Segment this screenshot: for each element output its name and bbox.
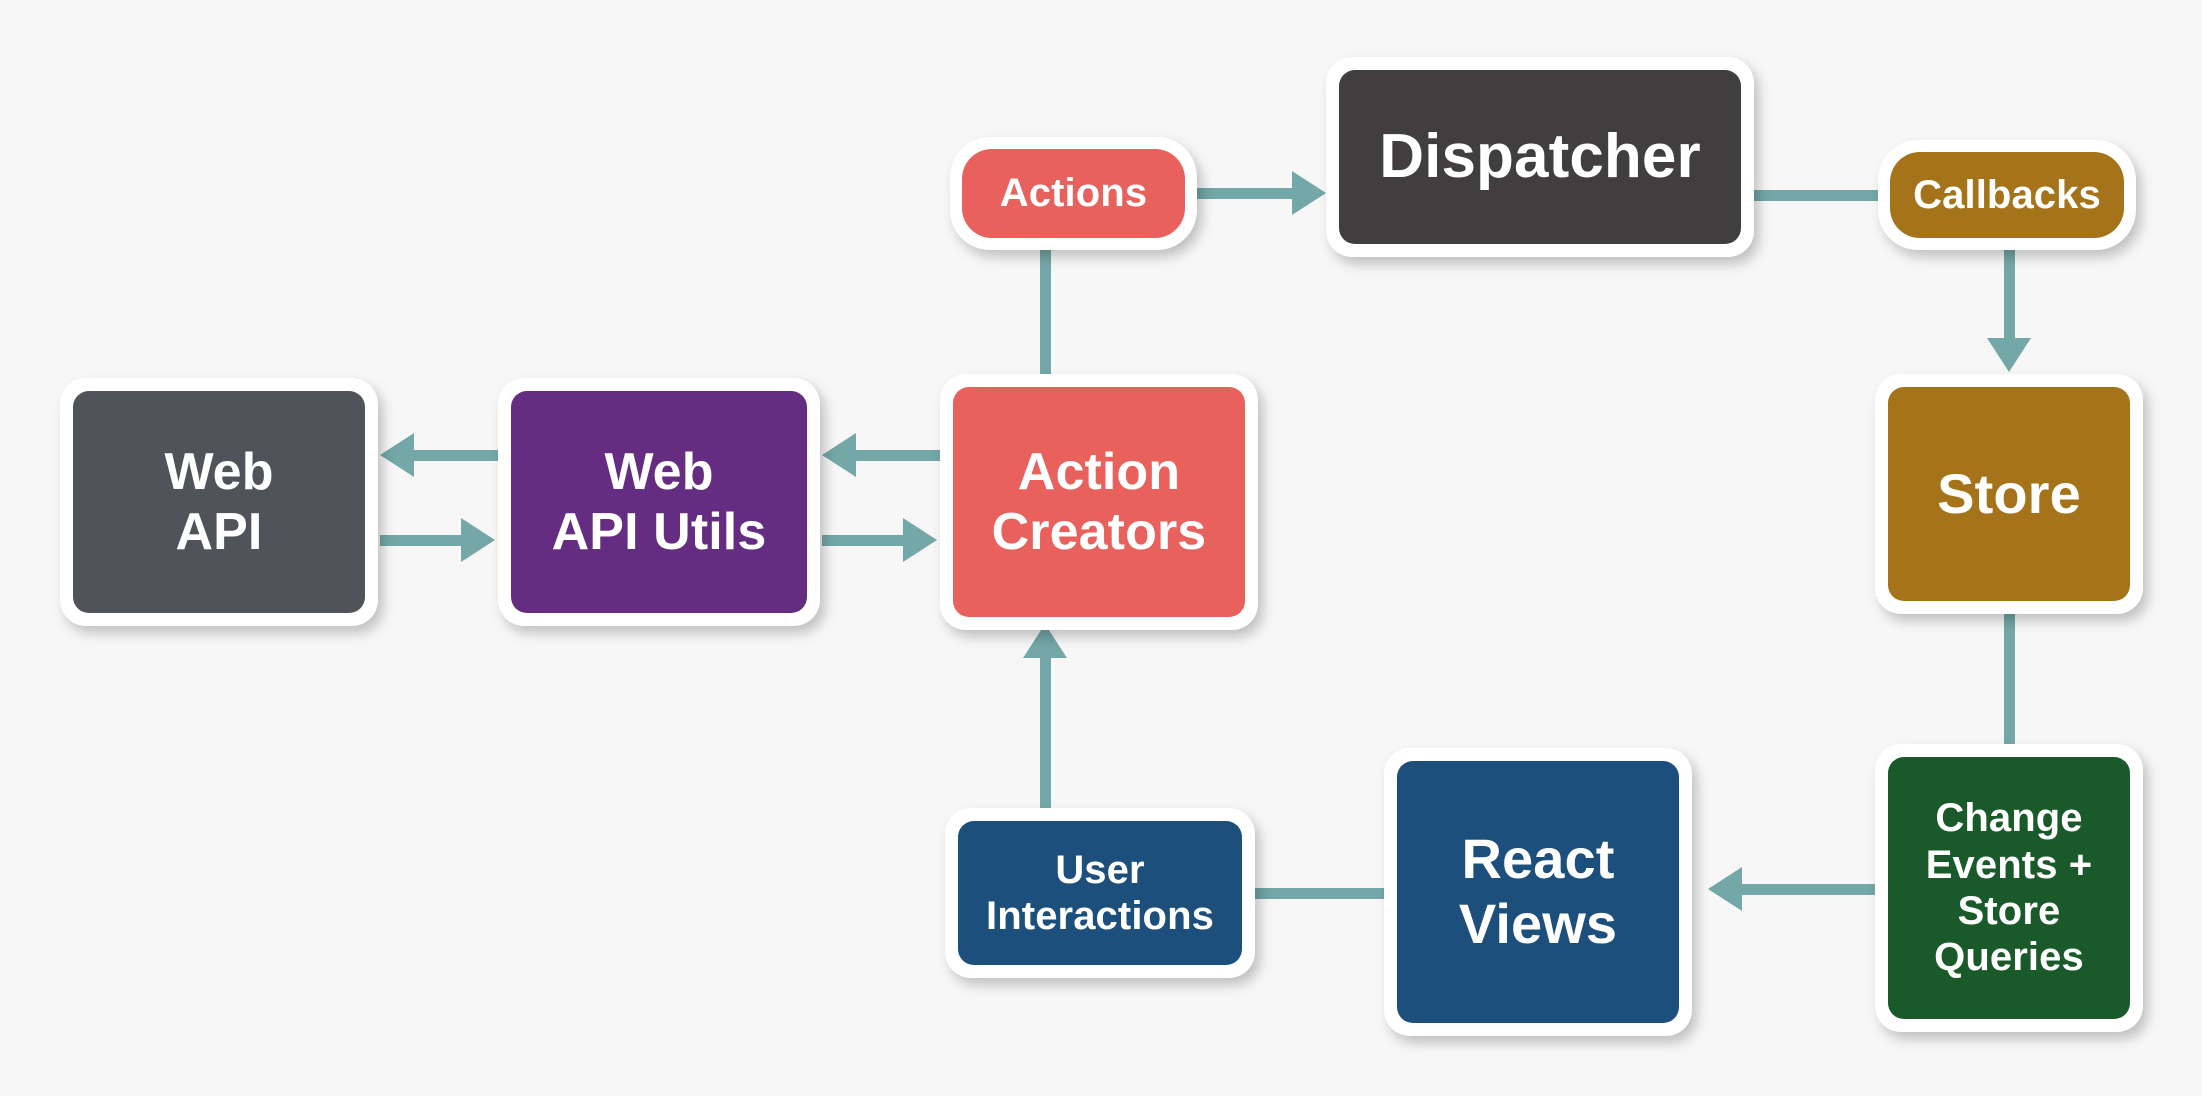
node-store-fill: Store xyxy=(1888,387,2130,601)
connector-web-api-utils-to-web-api xyxy=(414,450,504,461)
node-react-views-label: React Views xyxy=(1458,827,1618,955)
connector-callbacks-to-store xyxy=(2004,250,2015,342)
arrowhead-web-api-to-web-api-utils xyxy=(461,518,495,562)
node-change-events-store-queries-label: Change Events + Store Queries xyxy=(1925,796,2093,980)
connector-store-to-change-events xyxy=(2004,614,2015,748)
node-react-views-fill: React Views xyxy=(1397,761,1679,1023)
node-dispatcher-label: Dispatcher xyxy=(1379,122,1701,192)
node-actions-label: Actions xyxy=(999,171,1148,216)
arrowhead-callbacks-to-store xyxy=(1987,338,2031,372)
node-callbacks-fill: Callbacks xyxy=(1890,152,2124,238)
node-action-creators[interactable]: Action Creators xyxy=(940,374,1258,630)
connector-dispatcher-to-callbacks xyxy=(1754,190,1882,201)
arrowhead-actions-to-dispatcher xyxy=(1292,171,1326,215)
node-user-interactions-fill: User Interactions xyxy=(958,821,1242,965)
node-store[interactable]: Store xyxy=(1875,374,2143,614)
node-actions-fill: Actions xyxy=(962,149,1185,238)
node-callbacks[interactable]: Callbacks xyxy=(1878,140,2136,250)
node-web-api-utils[interactable]: Web API Utils xyxy=(498,378,820,626)
connector-web-api-utils-to-action-creators xyxy=(822,535,908,546)
node-actions[interactable]: Actions xyxy=(950,137,1197,250)
node-action-creators-label: Action Creators xyxy=(991,442,1207,561)
connector-action-creators-to-web-api-utils xyxy=(856,450,946,461)
connector-react-views-to-user-interactions xyxy=(1255,888,1389,899)
node-user-interactions-label: User Interactions xyxy=(986,847,1214,938)
node-user-interactions[interactable]: User Interactions xyxy=(945,808,1255,978)
node-store-label: Store xyxy=(1937,461,2081,525)
node-web-api-label: Web API xyxy=(164,442,274,561)
connector-action-creators-to-actions xyxy=(1040,248,1051,380)
node-react-views[interactable]: React Views xyxy=(1384,748,1692,1036)
node-web-api-utils-label: Web API Utils xyxy=(551,442,767,561)
connector-actions-to-dispatcher xyxy=(1197,188,1297,199)
connector-user-interactions-to-action-creators xyxy=(1040,654,1051,812)
node-web-api-utils-fill: Web API Utils xyxy=(511,391,807,613)
node-web-api[interactable]: Web API xyxy=(60,378,378,626)
node-action-creators-fill: Action Creators xyxy=(953,387,1245,617)
node-change-events-store-queries-fill: Change Events + Store Queries xyxy=(1888,757,2130,1019)
connector-web-api-to-web-api-utils xyxy=(380,535,466,546)
node-web-api-fill: Web API xyxy=(73,391,365,613)
arrowhead-action-creators-to-web-api-utils xyxy=(822,433,856,477)
node-change-events-store-queries[interactable]: Change Events + Store Queries xyxy=(1875,744,2143,1032)
connector-change-events-to-react-views xyxy=(1742,884,1882,895)
node-callbacks-label: Callbacks xyxy=(1913,172,2101,217)
arrowhead-web-api-utils-to-web-api xyxy=(380,433,414,477)
arrowhead-change-events-to-react-views xyxy=(1708,867,1742,911)
node-dispatcher-fill: Dispatcher xyxy=(1339,70,1741,244)
node-dispatcher[interactable]: Dispatcher xyxy=(1326,57,1754,257)
arrowhead-web-api-utils-to-action-creators xyxy=(903,518,937,562)
